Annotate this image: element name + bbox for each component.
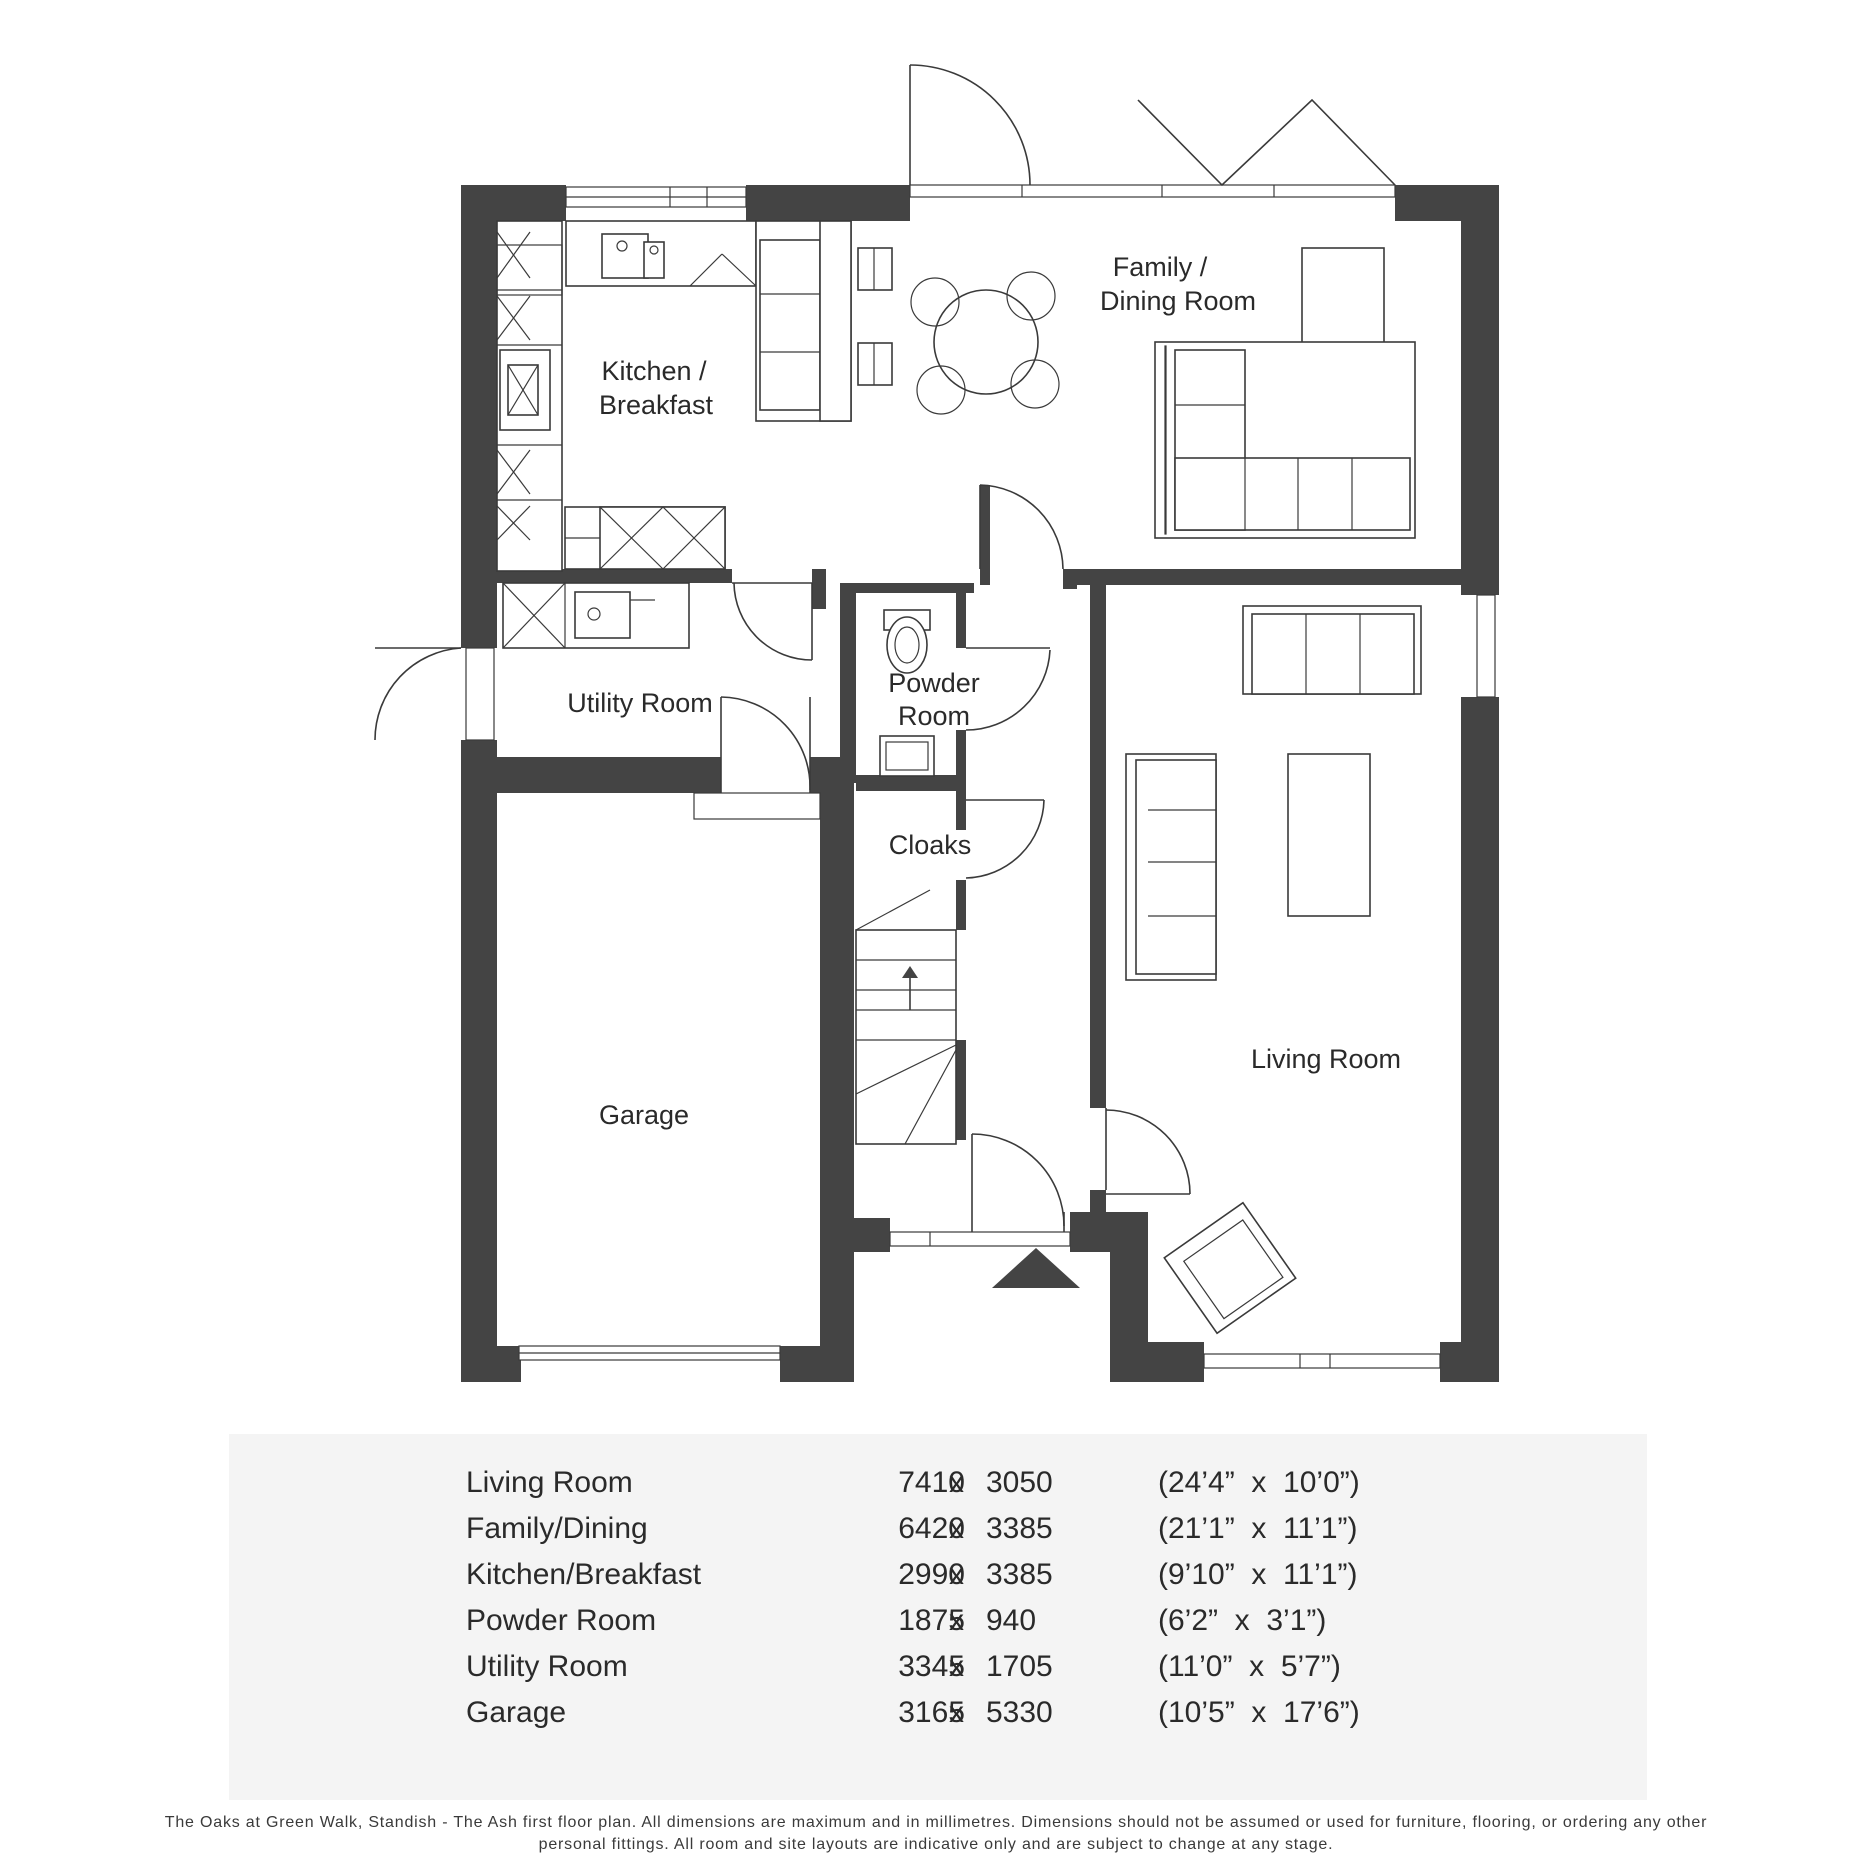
metric-width: 940 (986, 1604, 1037, 1637)
kitchen-fittings (496, 220, 893, 572)
metric-length: 3165 (898, 1696, 965, 1729)
family-dining-label-line2: Dining Room (1100, 286, 1256, 316)
metric-length: 1875 (898, 1604, 965, 1637)
room-schedule: Living Room 7410 x 3050 (24’4” x 10’0”) … (229, 1434, 1647, 1800)
imperial-dimensions: (11’0” x 5’7”) (1158, 1650, 1341, 1683)
imperial-dimensions: (21’1” x 11’1”) (1158, 1512, 1358, 1545)
metric-length: 6420 (898, 1512, 965, 1545)
metric-width: 3050 (986, 1466, 1053, 1499)
room-name: Family/Dining (466, 1512, 648, 1545)
living-room-label: Living Room (1251, 1044, 1401, 1074)
powder-room-label-line1: Powder (888, 668, 980, 698)
schedule-row: Living Room 7410 x 3050 (24’4” x 10’0”) (466, 1466, 1360, 1499)
windows (465, 184, 1496, 1369)
schedule-row: Kitchen/Breakfast 2990 x 3385 (9’10” x 1… (466, 1558, 1358, 1591)
imperial-dimensions: (10’5” x 17’6”) (1158, 1696, 1360, 1729)
kitchen-label-line1: Kitchen / (601, 356, 707, 386)
walls (461, 185, 1499, 1382)
disclaimer-footnote: The Oaks at Green Walk, Standish - The A… (164, 1814, 1708, 1853)
family-furniture (1154, 247, 1416, 539)
schedule-row: Utility Room 3345 x 1705 (11’0” x 5’7”) (466, 1650, 1341, 1683)
imperial-dimensions: (9’10” x 11’1”) (1158, 1558, 1358, 1591)
room-name: Living Room (466, 1466, 633, 1499)
dining-table (910, 271, 1060, 415)
metric-length: 7410 (898, 1466, 965, 1499)
schedule-row: Family/Dining 6420 x 3385 (21’1” x 11’1”… (466, 1512, 1358, 1545)
metric-width: 1705 (986, 1650, 1053, 1683)
metric-width: 3385 (986, 1512, 1053, 1545)
utility-room-label: Utility Room (567, 688, 713, 718)
metric-width: 5330 (986, 1696, 1053, 1729)
room-name: Powder Room (466, 1604, 657, 1637)
powder-room-label-line2: Room (898, 701, 970, 731)
imperial-dimensions: (24’4” x 10’0”) (1158, 1466, 1360, 1499)
schedule-row: Powder Room 1875 x 940 (6’2” x 3’1”) (466, 1604, 1327, 1637)
room-name: Garage (466, 1696, 567, 1729)
metric-length: 3345 (898, 1650, 965, 1683)
doors (374, 64, 1396, 1232)
room-name: Utility Room (466, 1650, 628, 1683)
schedule-row: Garage 3165 x 5330 (10’5” x 17’6”) (466, 1696, 1360, 1729)
room-labels: Family / Dining Room Kitchen / Breakfast… (567, 252, 1401, 1130)
imperial-dimensions: (6’2” x 3’1”) (1158, 1604, 1327, 1637)
utility-fittings (502, 582, 690, 649)
kitchen-label-line2: Breakfast (599, 390, 714, 420)
staircase (855, 889, 957, 1145)
metric-width: 3385 (986, 1558, 1053, 1591)
garage-label: Garage (599, 1100, 689, 1130)
room-name: Kitchen/Breakfast (466, 1558, 702, 1591)
entrance-marker (992, 1248, 1080, 1288)
living-furniture (1125, 605, 1422, 1335)
powder-fittings (879, 609, 935, 777)
family-dining-label-line1: Family / (1113, 252, 1208, 282)
metric-length: 2990 (898, 1558, 965, 1591)
cloaks-label: Cloaks (889, 830, 972, 860)
